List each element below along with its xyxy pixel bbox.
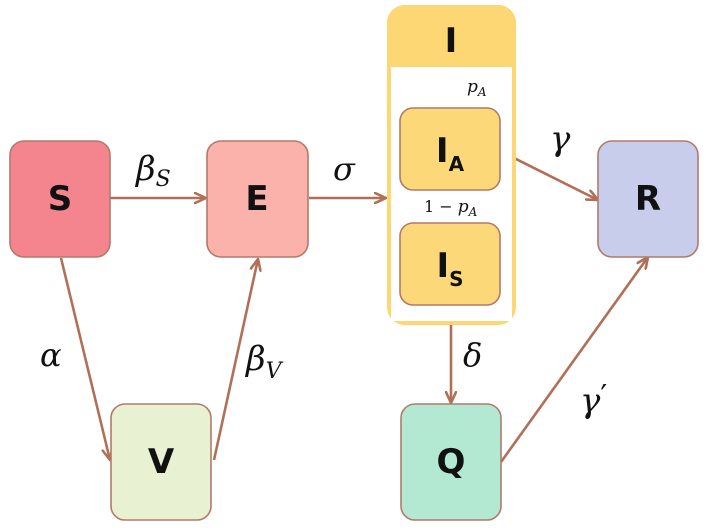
group-i-title: I	[445, 21, 458, 61]
node-is-sub: S	[449, 267, 463, 291]
label-beta-s-sub: S	[156, 167, 171, 192]
node-e-box	[206, 140, 309, 258]
node-s: S	[9, 140, 111, 258]
node-ia-sub: A	[449, 152, 465, 176]
node-q: Q	[400, 403, 502, 521]
node-v-box	[110, 403, 212, 521]
label-gamma-prime-symbol: γ	[580, 381, 601, 421]
node-s-label: S	[48, 179, 73, 219]
label-gamma-prime-mark: ′	[600, 379, 607, 414]
label-one-minus-pa: 1 − pA	[424, 197, 478, 219]
node-ia-box	[399, 107, 501, 191]
node-r-label: R	[635, 179, 661, 219]
node-ia-main: I	[436, 131, 449, 171]
label-beta-v-sub: V	[266, 359, 284, 384]
node-q-label: Q	[437, 442, 466, 482]
group-i-border	[387, 5, 516, 325]
arrow-s-to-v	[59, 257, 110, 460]
label-alpha: α	[40, 336, 62, 374]
node-is-label: IS	[436, 246, 463, 291]
node-is: IS	[399, 222, 501, 306]
label-gamma-prime: γ′	[580, 379, 607, 421]
label-one-minus-pa-symbol: p	[458, 197, 469, 217]
node-s-box	[9, 140, 111, 258]
arrow-v-to-e	[212, 259, 258, 461]
label-delta: δ	[463, 336, 482, 374]
label-beta-v-symbol: β	[244, 339, 266, 379]
label-gamma: γ	[550, 119, 571, 159]
label-pa-sub: A	[477, 85, 487, 99]
label-beta-s-symbol: β	[134, 149, 156, 189]
label-beta-v: βV	[244, 339, 284, 384]
arrow-ia-to-r	[499, 149, 598, 200]
node-r: R	[597, 140, 699, 258]
node-q-box	[400, 403, 502, 521]
node-ia-label: IA	[436, 131, 465, 176]
label-beta-s: βS	[134, 149, 171, 192]
label-one-minus-pa-sub: A	[468, 205, 478, 219]
label-pa: pA	[467, 77, 487, 99]
node-is-box	[399, 222, 501, 306]
label-sigma: σ	[333, 150, 356, 188]
node-v-label: V	[148, 442, 175, 482]
node-e: E	[206, 140, 309, 258]
node-ia: IA	[399, 107, 501, 191]
arrow-q-to-r	[499, 257, 648, 463]
node-r-box	[597, 140, 699, 258]
node-e-label: E	[245, 179, 268, 219]
label-one-minus-pa-prefix: 1 −	[424, 197, 458, 216]
node-is-main: I	[436, 246, 449, 286]
group-i-header	[387, 5, 516, 73]
label-pa-symbol: p	[467, 77, 478, 97]
node-v: V	[110, 403, 212, 521]
